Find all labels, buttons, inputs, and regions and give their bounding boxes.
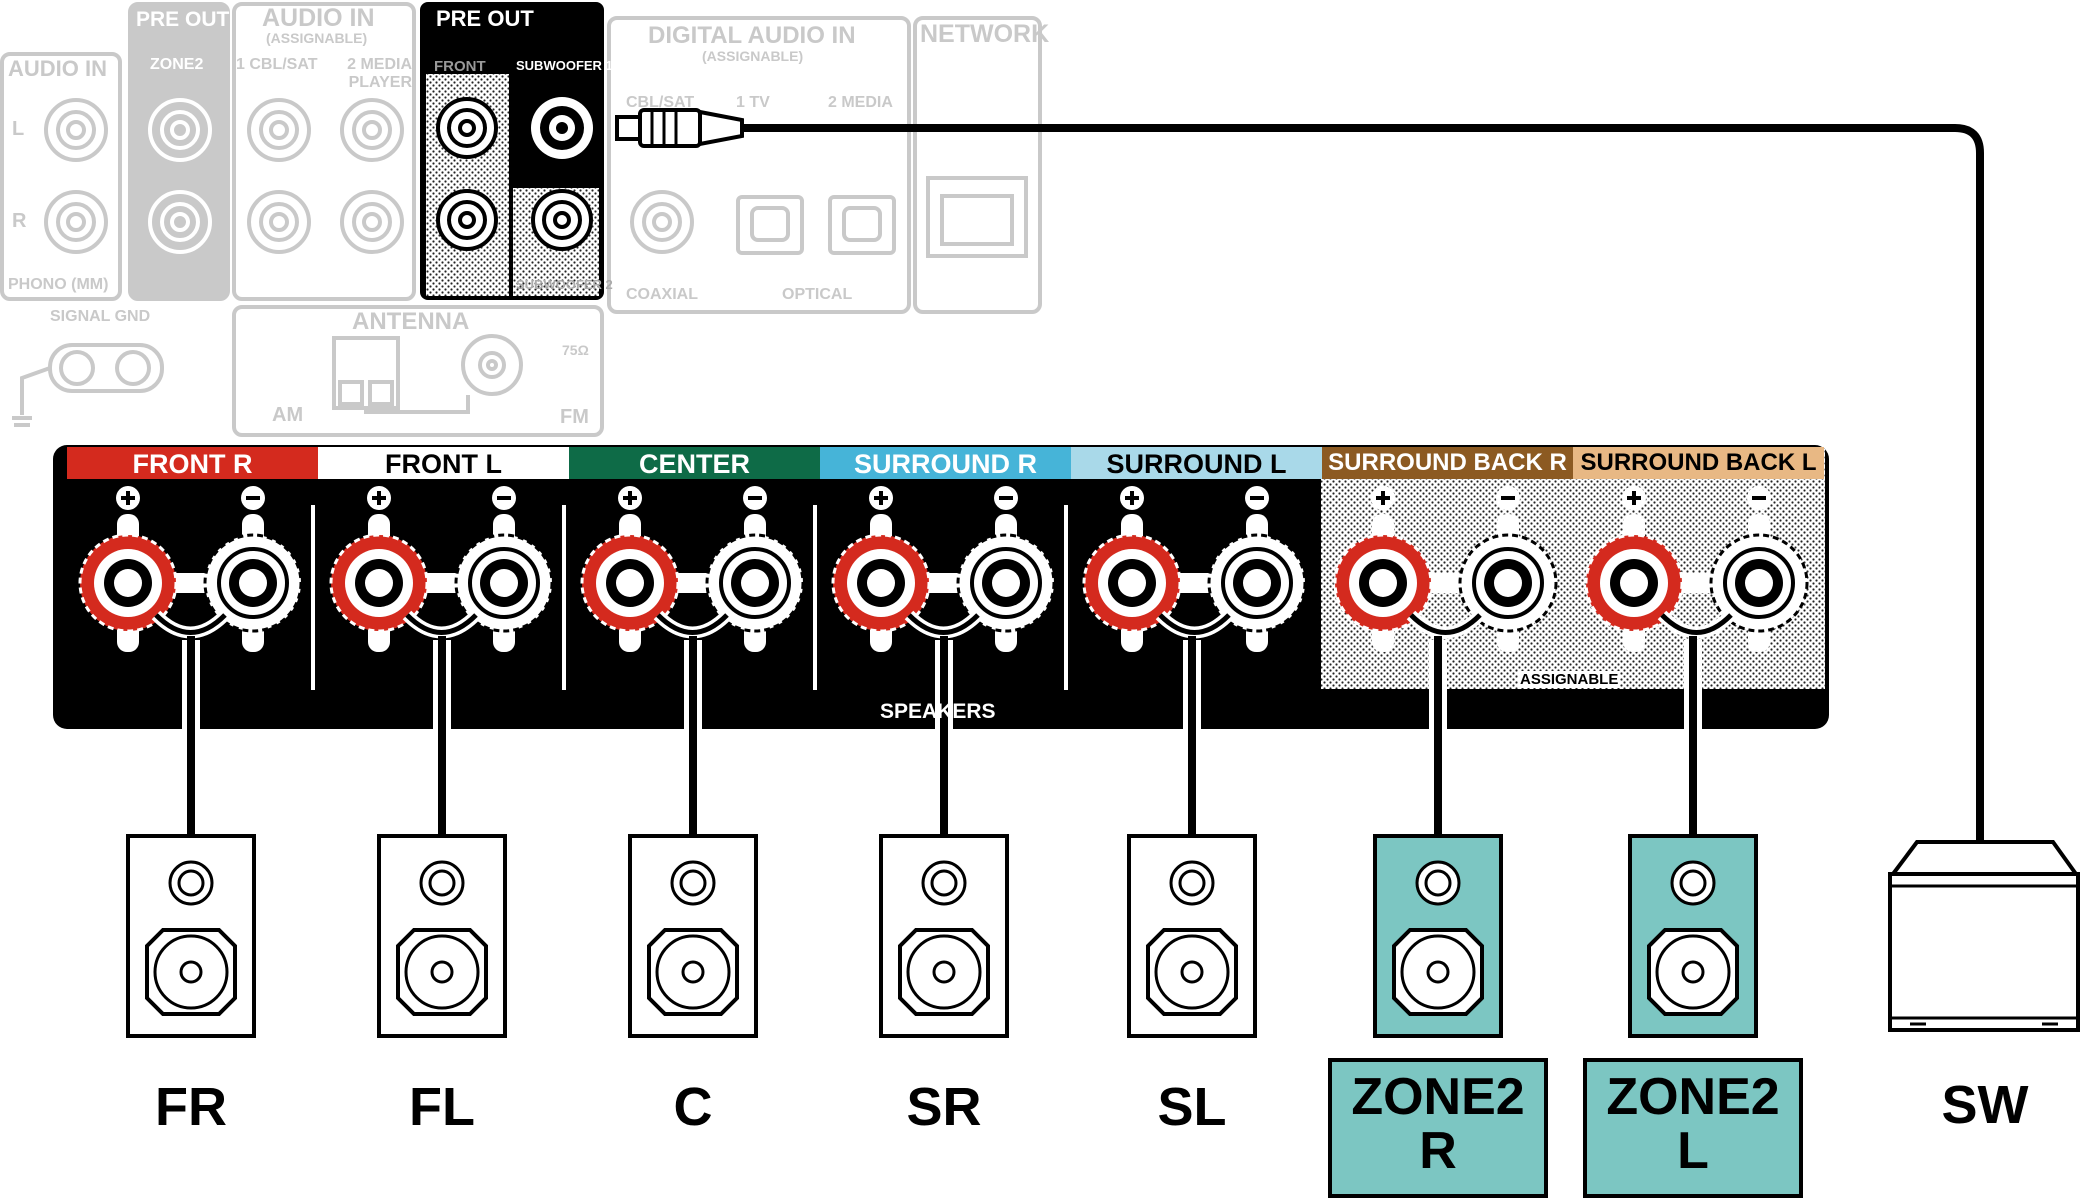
speaker-label-0: FR — [155, 1077, 227, 1137]
terminal-header-5 — [1322, 447, 1573, 479]
subwoofer2-label: SUBWOOFER 2 — [516, 277, 613, 292]
rear-panel-inputs — [0, 2, 1042, 437]
zone2-label: ZONE2 — [150, 56, 204, 73]
digital-cbl-sat-label: CBL/SAT — [626, 94, 695, 111]
speaker-terminal-4 — [1064, 486, 1307, 690]
audio-in-r-label: R — [12, 210, 27, 232]
speaker-label-4: SL — [1157, 1077, 1227, 1137]
optical-jacks — [736, 195, 896, 255]
signal-gnd-label: SIGNAL GND — [50, 308, 151, 325]
digital-media-label: 2 MEDIA — [828, 94, 893, 111]
audio-in-label: AUDIO IN — [8, 56, 107, 81]
speaker-6 — [1628, 636, 1758, 1038]
network-label: NETWORK — [920, 20, 1050, 48]
speaker-label-3: SR — [906, 1077, 982, 1137]
terminal-label-2: CENTER — [638, 449, 750, 479]
front-preout-label: FRONT — [434, 58, 486, 75]
preout-block — [420, 2, 604, 300]
terminal-label-4: SURROUND L — [1106, 449, 1287, 479]
audio-in-l-label: L — [12, 118, 25, 140]
digital-tv-label: 1 TV — [736, 94, 770, 111]
fm-label: FM — [560, 406, 589, 428]
speaker-5 — [1373, 636, 1503, 1038]
speaker-terminal-1 — [311, 486, 554, 690]
fm-terminal — [461, 334, 523, 396]
assignable-audio-in-title: AUDIO IN — [262, 4, 375, 32]
terminal-header-3 — [820, 447, 1071, 479]
speaker-terminal-5 — [1333, 486, 1558, 652]
terminal-header-0 — [67, 447, 318, 479]
ohm-label: 75Ω — [562, 342, 589, 358]
speaker-2 — [628, 636, 758, 1038]
assignable-label: (ASSIGNABLE) — [266, 30, 368, 46]
terminal-label-1: FRONT L — [385, 449, 502, 479]
signal-gnd-terminal — [12, 343, 164, 427]
preout-title: PRE OUT — [436, 6, 534, 31]
zone2-line1: ZONE2 — [1606, 1068, 1780, 1126]
speaker-label-1: FL — [409, 1077, 475, 1137]
terminal-header-1 — [318, 447, 569, 479]
speaker-0 — [126, 636, 256, 1038]
network-port — [926, 176, 1028, 258]
coaxial-jack — [630, 190, 694, 254]
zone2-line2: L — [1677, 1122, 1709, 1180]
cbl-sat-label: 1 CBL/SAT — [236, 56, 318, 73]
coaxial-label: COAXIAL — [626, 286, 698, 303]
speaker-label-2: C — [673, 1077, 713, 1137]
speaker-terminal-0 — [78, 486, 303, 652]
assignable-terminal-label: ASSIGNABLE — [1518, 671, 1621, 688]
speaker-4 — [1127, 636, 1257, 1038]
subwoofer-cabinet — [1888, 840, 2080, 1032]
speaker-3 — [879, 636, 1009, 1038]
zone2-preout-title: PRE OUT — [136, 8, 230, 31]
speaker-terminal-2 — [562, 486, 805, 690]
zone2-line2: R — [1419, 1122, 1457, 1180]
digital-assignable-label: (ASSIGNABLE) — [702, 48, 804, 64]
terminal-label-6: SURROUND BACK L — [1580, 449, 1817, 476]
media-player-label: 2 MEDIA PLAYER — [347, 56, 412, 91]
antenna-label: ANTENNA — [352, 308, 470, 335]
terminal-header-2 — [569, 447, 820, 479]
digital-audio-title: DIGITAL AUDIO IN — [648, 22, 856, 49]
terminal-label-0: FRONT R — [132, 449, 253, 479]
am-label: AM — [272, 404, 304, 426]
phono-label: PHONO (MM) — [8, 276, 109, 293]
subwoofer1-label: SUBWOOFER 1 — [516, 58, 613, 73]
subwoofer-cable — [615, 108, 1984, 842]
optical-label: OPTICAL — [782, 286, 853, 303]
zone2-preout-jacks — [148, 98, 212, 254]
terminal-header-6 — [1573, 447, 1824, 479]
audio-in-jacks — [44, 98, 108, 254]
assignable-audio-in-jacks — [247, 98, 404, 254]
speaker-1 — [377, 636, 507, 1038]
speakers-label: SPEAKERS — [880, 700, 996, 723]
zone2-line1: ZONE2 — [1351, 1068, 1525, 1126]
speaker-terminal-6 — [1584, 486, 1809, 652]
subwoofer-label: SW — [1941, 1075, 2029, 1135]
am-terminal — [332, 336, 470, 414]
terminal-label-3: SURROUND R — [853, 449, 1037, 479]
subwoofer1-jack — [531, 97, 593, 159]
terminal-header-4 — [1071, 447, 1322, 479]
terminal-label-5: SURROUND BACK R — [1328, 449, 1567, 476]
speaker-terminal-3 — [813, 486, 1056, 690]
